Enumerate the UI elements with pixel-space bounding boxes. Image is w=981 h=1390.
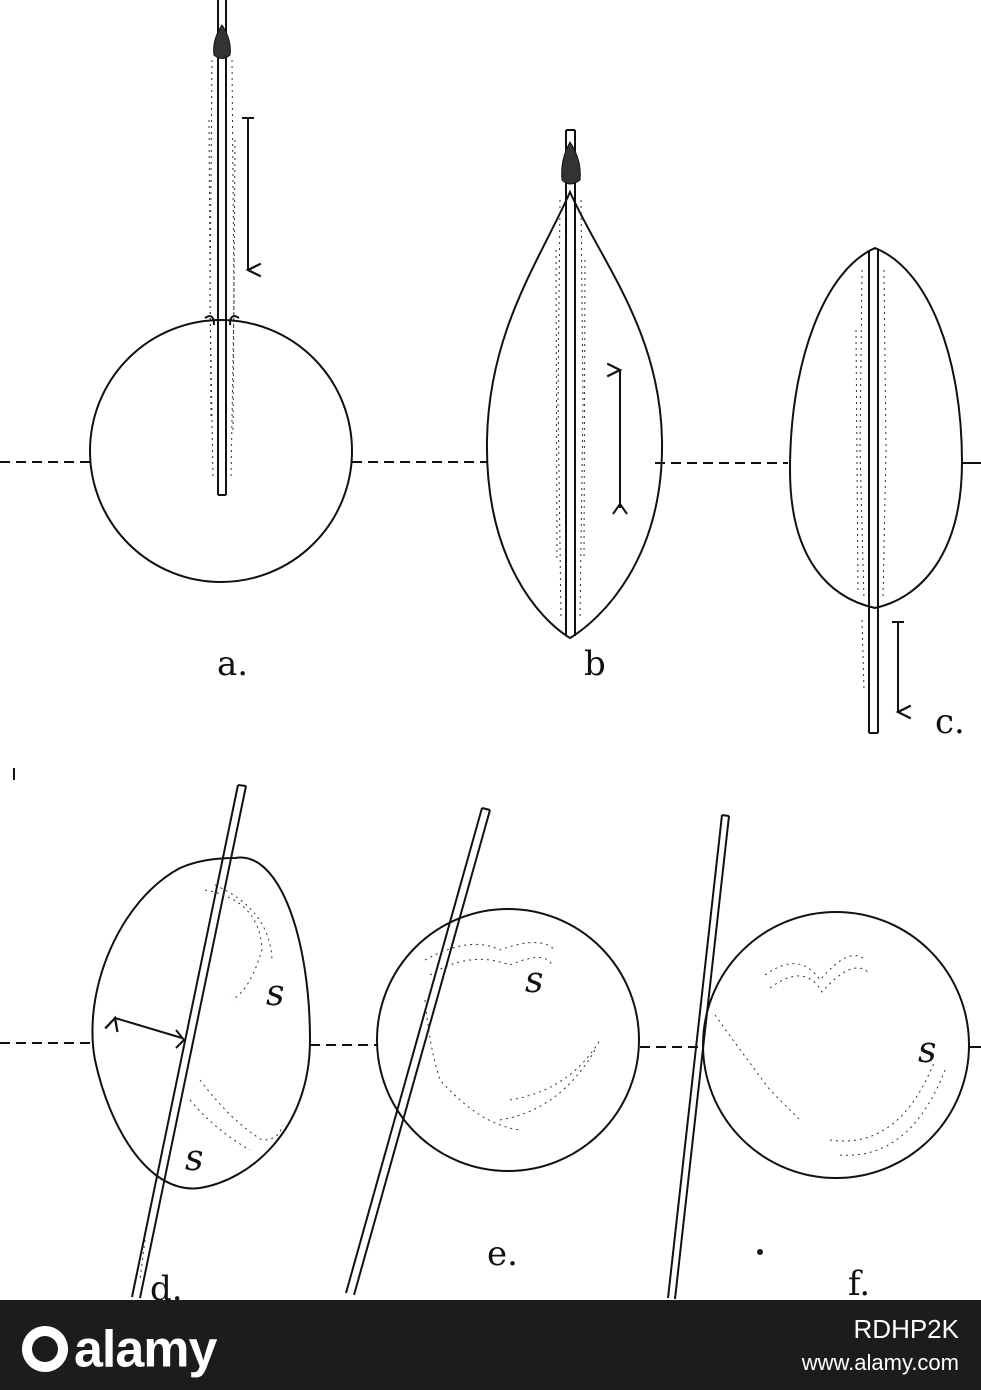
stipple-d [139,884,283,1281]
image-id: RDHP2K [853,1314,959,1344]
pipette-neck-a [204,315,240,326]
panel-e: s e. [345,807,640,1296]
panel-label-e: e. [487,1234,518,1274]
flow-arrow-b-tail [612,502,628,515]
panel-label-d: d. [150,1269,183,1300]
s-mark-d-1: s [266,973,284,1014]
stipple-a [208,59,236,481]
figure-area: a. b [0,0,981,1300]
cell-d [91,856,312,1190]
cell-c [788,246,964,610]
needle-f [667,814,730,1300]
panel-a: a. [89,0,353,684]
needle-b [565,129,576,636]
panel-label-a: a. [217,644,248,684]
panel-d: s s d. [91,784,312,1300]
site-url: www.alamy.com [801,1350,959,1375]
brand-name: alamy [74,1320,217,1379]
stipple-b [555,199,586,621]
stipple-e [424,942,601,1131]
needle-e [345,807,491,1296]
watermark-bar: alamy RDHP2K www.alamy.com [0,1300,981,1390]
baseline-top [0,461,788,464]
s-mark-e: s [525,960,543,1001]
panel-label-f: f. [848,1264,870,1300]
push-arrow-d-tail [175,1029,186,1049]
needle-a [217,0,227,496]
s-mark-d-2: s [185,1138,203,1179]
dot-mark-f [757,1249,763,1255]
tip-blob-a [213,24,231,59]
brand-logo: alamy [22,1316,217,1379]
panel-c: c. [788,246,965,742]
needle-d [131,784,247,1299]
panel-label-c: c. [935,702,965,742]
stipple-c [855,269,887,691]
stipple-f [714,955,946,1156]
cell-b [485,189,664,640]
needle-c [868,250,879,734]
push-arrow-d [104,1015,183,1039]
panel-b: b [485,129,664,684]
cell-a [89,319,353,583]
s-mark-f: s [918,1030,936,1071]
logo-mark-icon [22,1326,68,1373]
panel-f: s f. [667,814,970,1300]
panel-label-b: b [584,644,606,684]
cell-e [376,908,640,1172]
baseline-bottom [0,1042,700,1048]
tip-blob-b [561,141,581,185]
